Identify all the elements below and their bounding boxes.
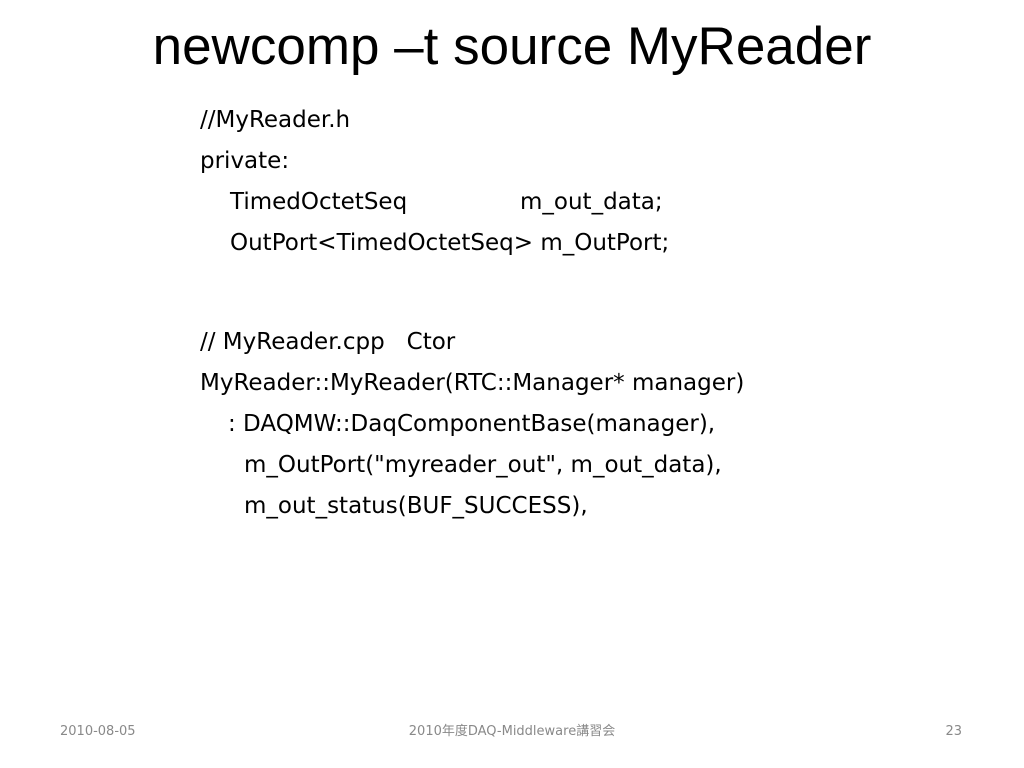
code-line-ctor-signature: MyReader::MyReader(RTC::Manager* manager… <box>200 370 745 396</box>
member-name: m_out_data; <box>520 189 663 215</box>
code-line-outport-init: m_OutPort("myreader_out", m_out_data), <box>244 452 722 478</box>
code-line-header-comment: //MyReader.h <box>200 107 351 133</box>
code-line-member-decl: TimedOctetSeq m_out_data; <box>200 182 669 223</box>
footer-event-title: 2010年度DAQ-Middleware講習会 <box>408 724 616 739</box>
footer-page-number: 23 <box>945 724 962 739</box>
footer-date: 2010-08-05 <box>60 724 136 739</box>
header-code-block: //MyReader.h private: TimedOctetSeq m_out… <box>200 100 669 264</box>
slide-title: newcomp –t source MyReader <box>152 17 872 76</box>
code-line-outport-decl: OutPort<TimedOctetSeq> m_OutPort; <box>230 230 670 256</box>
code-line-private: private: <box>200 148 290 174</box>
code-line-cpp-comment: // MyReader.cpp Ctor <box>200 329 456 355</box>
code-line-base-init: : DAQMW::DaqComponentBase(manager), <box>228 411 716 437</box>
cpp-code-block: // MyReader.cpp Ctor MyReader::MyReader(… <box>200 322 744 527</box>
code-line-status-init: m_out_status(BUF_SUCCESS), <box>244 493 588 519</box>
member-type: TimedOctetSeq <box>230 189 408 215</box>
